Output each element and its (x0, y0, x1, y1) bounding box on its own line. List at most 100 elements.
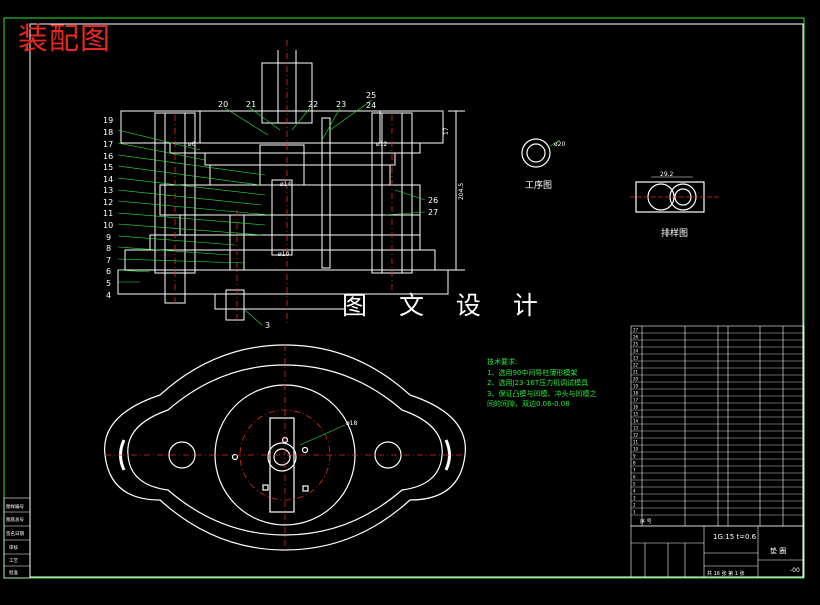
part-number: 6 (106, 267, 111, 276)
bom-row-number: 23 (633, 356, 639, 361)
bom-row-number: 24 (633, 349, 639, 354)
bom-row-number: 16 (633, 405, 639, 410)
bom-footer: 序 号 (640, 518, 652, 525)
bom-row-number: 20 (633, 377, 639, 382)
bom-row-number: 26 (633, 335, 639, 340)
leader-lines (117, 99, 426, 326)
left-sign-labels: 图样编号 图底总号 签名日期 审核 工艺 批准 (6, 503, 24, 576)
part-number: 8 (106, 244, 111, 253)
tech-item: 3、保证凸模与凹模、冲头与凹模之 (487, 389, 597, 398)
tech-item: 间的间隙，双边0.06-0.08 (487, 400, 570, 408)
part-number: 20 (218, 100, 228, 109)
title-block (630, 525, 805, 578)
svg-text:签名日期: 签名日期 (6, 530, 24, 537)
svg-text:ø6: ø6 (188, 141, 196, 148)
svg-text:ø10: ø10 (278, 251, 289, 258)
tech-item: 1、选用90中间导柱薄形模架 (487, 368, 578, 377)
part-number: 4 (106, 291, 111, 300)
svg-text:17: 17 (443, 127, 450, 135)
svg-text:工艺: 工艺 (9, 558, 18, 564)
svg-text:204.5: 204.5 (458, 183, 465, 200)
svg-text:图底总号: 图底总号 (6, 516, 24, 523)
plan-dim: ø18 (346, 420, 357, 427)
tech-requirements: 技术要求: 1、选用90中间导柱薄形模架 2、选用J23-16T压力机调试模具 3、保… (487, 357, 596, 410)
section-view (117, 50, 465, 321)
part-number: 21 (246, 100, 256, 109)
bom-row-number: 19 (633, 384, 639, 389)
sheet-count: 共 16 张 第 1 张 (707, 570, 745, 577)
part-number: 9 (106, 233, 111, 242)
bom-row-number: 6 (633, 475, 636, 480)
part-numbers-right: 26 27 3 (265, 196, 438, 330)
inner-frame (29, 23, 804, 578)
bom-row-number: 2 (633, 503, 636, 508)
part-number: 27 (428, 208, 438, 217)
part-number: 11 (103, 209, 113, 218)
part-number: 13 (103, 186, 113, 195)
bom-rows: 2726252423222120191817161514131211109876… (631, 328, 804, 516)
plan-centerlines (105, 345, 465, 550)
layout-drawing (635, 176, 705, 213)
scale-text: 1G:15 t=0.6 (713, 533, 757, 541)
bom-row-number: 12 (633, 433, 639, 438)
part-numbers-top: 20 21 22 23 25 24 (218, 91, 376, 110)
bom-row-number: 9 (633, 454, 636, 459)
watermark: 图 文 设 计 (342, 291, 550, 320)
tech-heading: 技术要求: (487, 358, 518, 366)
part-number: 15 (103, 163, 113, 172)
part-number: 26 (428, 196, 438, 205)
bom-row-number: 11 (633, 440, 639, 445)
part-number: 7 (106, 256, 111, 265)
svg-text:ø12: ø12 (376, 141, 387, 148)
bom-row-number: 5 (633, 482, 636, 487)
bom-row-number: 4 (633, 489, 636, 494)
part-numbers-left: 19 18 17 16 15 14 13 12 11 10 9 8 7 6 5 … (103, 116, 113, 300)
part-number: 12 (103, 198, 113, 207)
layout-dim: 29.2 (660, 171, 674, 178)
part-number: 18 (103, 128, 113, 137)
svg-text:批准: 批准 (9, 569, 18, 576)
bom-row-number: 8 (633, 461, 636, 466)
drawing-code: -00 (790, 567, 800, 574)
part-number: 14 (103, 175, 113, 184)
bom-row-number: 25 (633, 342, 639, 347)
tech-item: 2、选用J23-16T压力机调试模具 (487, 379, 589, 387)
bom-table (630, 325, 805, 527)
bom-row-number: 18 (633, 391, 639, 396)
left-sign-block (3, 497, 31, 579)
svg-text:审核: 审核 (9, 544, 18, 551)
bom-row-number: 27 (633, 328, 639, 333)
bom-row-number: 22 (633, 363, 639, 368)
outer-frame (3, 17, 805, 579)
bom-row-number: 7 (633, 468, 636, 473)
bom-row-number: 10 (633, 447, 639, 452)
svg-text:图样编号: 图样编号 (6, 503, 24, 510)
part-number: 16 (103, 152, 113, 161)
center-lines (174, 40, 393, 325)
bom-row-number: 3 (633, 496, 636, 501)
part-number: 25 (366, 91, 376, 100)
process-label: 工序图 (525, 181, 553, 191)
bom-row-number: 21 (633, 370, 639, 375)
bom-row-number: 14 (633, 419, 639, 424)
bom-row-number: 17 (633, 398, 639, 403)
bom-row-number: 1 (633, 510, 636, 515)
process-drawing (521, 138, 561, 168)
part-number: 24 (366, 101, 376, 110)
part-number: 22 (308, 100, 318, 109)
svg-text:ø14: ø14 (280, 181, 291, 188)
drawing-title: 装配图 (18, 22, 111, 57)
part-number: 17 (103, 140, 113, 149)
part-number: 3 (265, 321, 270, 330)
process-dim: ø20 (554, 141, 565, 148)
part-number: 23 (336, 100, 346, 109)
part-number: 10 (103, 221, 113, 230)
part-number: 5 (106, 279, 111, 288)
dimension-labels: ø6 ø12 ø14 ø10 17 204.5 (188, 127, 465, 258)
part-number: 19 (103, 116, 113, 125)
layout-label: 排样图 (661, 229, 689, 239)
bom-row-number: 15 (633, 412, 639, 417)
bom-row-number: 13 (633, 426, 639, 431)
